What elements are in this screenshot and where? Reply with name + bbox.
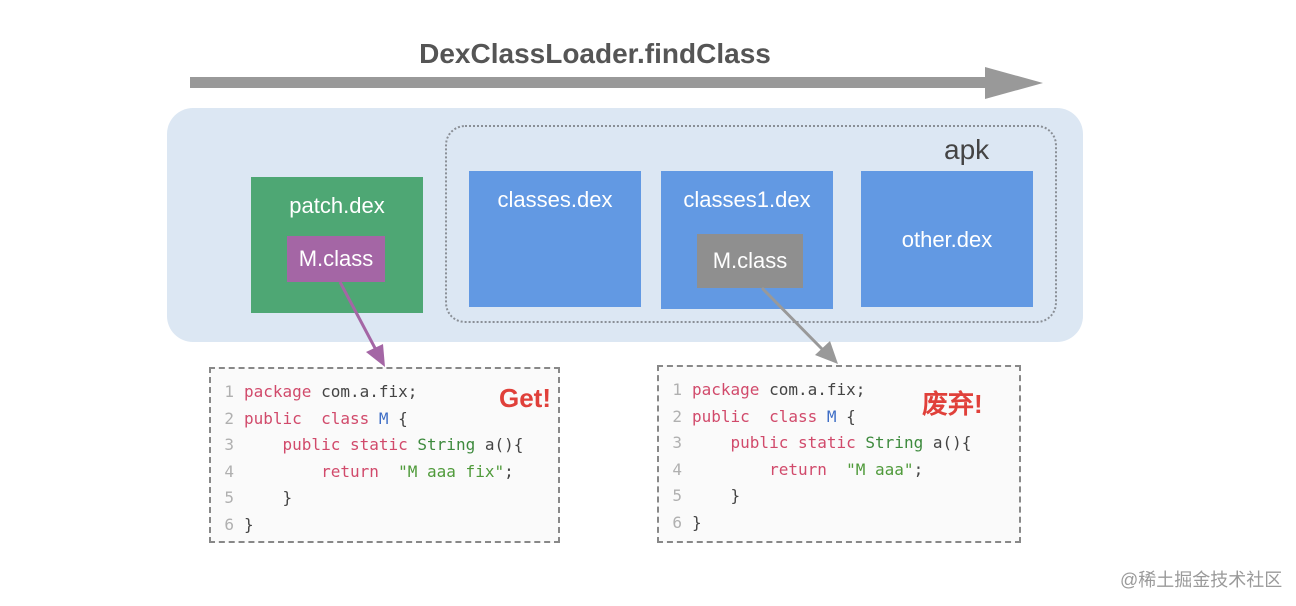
code-token: String xyxy=(417,435,476,454)
classes-dex-label: classes.dex xyxy=(497,187,613,212)
line-number: 4 xyxy=(672,459,682,479)
code-token: M xyxy=(826,406,837,426)
code-token: } xyxy=(692,512,702,532)
code-token: { xyxy=(388,408,408,428)
flow-arrow-head-icon xyxy=(985,67,1043,99)
line-number: 5 xyxy=(672,486,682,505)
code-token: } xyxy=(692,486,741,505)
patch-dex-box: patch.dex xyxy=(251,177,423,313)
apk-group xyxy=(445,125,1057,323)
code-lines-left: 1 package com.a.fix; 2 public class M {3 pu… xyxy=(211,379,558,538)
code-snippet-right: 1 package com.a.fix; 2 public class M {3 pu… xyxy=(657,365,1021,543)
code-token xyxy=(692,460,769,479)
code-token: public static xyxy=(282,435,408,454)
code-token: com.a.fix; xyxy=(311,382,418,401)
code-token: "M aaa" xyxy=(846,459,914,479)
code-token xyxy=(302,409,321,428)
code-token: public xyxy=(692,406,750,426)
patch-connector-arrowhead-icon xyxy=(366,344,385,367)
code-token: ; xyxy=(504,461,514,481)
code-token xyxy=(369,409,379,428)
classes1-connector-arrowhead-icon xyxy=(815,341,838,364)
patch-connector-line xyxy=(338,281,378,351)
code-token: class xyxy=(321,408,370,428)
code-line: 1 package com.a.fix; xyxy=(659,377,1019,404)
code-line: 2 public class M { xyxy=(211,406,558,433)
classes-dex-box: classes.dex xyxy=(469,171,641,307)
diagram-title: DexClassLoader.findClass xyxy=(419,38,771,69)
code-token xyxy=(750,407,769,426)
classes1-connector-line xyxy=(760,286,825,352)
code-token: { xyxy=(836,406,856,426)
get-stamp: Get! xyxy=(499,383,551,413)
classes1-m-class-box: M.class xyxy=(697,234,803,288)
code-token: M xyxy=(378,408,389,428)
line-number: 2 xyxy=(224,408,234,428)
other-dex-label: other.dex xyxy=(901,227,993,252)
discarded-stamp: 废弃! xyxy=(922,389,983,419)
code-token: } xyxy=(244,488,293,507)
code-line: 4 return "M aaa fix"; xyxy=(211,459,558,486)
code-snippet-left: 1 package com.a.fix; 2 public class M {3 pu… xyxy=(209,367,560,543)
code-token: ; xyxy=(913,459,924,479)
code-token xyxy=(817,407,827,426)
line-number: 3 xyxy=(672,433,682,452)
code-token: com.a.fix; xyxy=(759,380,866,399)
code-token: "M aaa fix" xyxy=(398,461,505,481)
code-token: a(){ xyxy=(923,433,972,452)
patch-m-class-box: M.class xyxy=(287,236,385,282)
code-line: 5 } xyxy=(659,483,1019,510)
line-number: 1 xyxy=(224,382,234,401)
code-token: public xyxy=(244,408,302,428)
code-token xyxy=(244,462,321,481)
code-line: 4 return "M aaa"; xyxy=(659,457,1019,484)
code-token xyxy=(244,435,283,454)
code-line: 2 public class M { xyxy=(659,404,1019,431)
code-token: return xyxy=(321,461,379,481)
line-number: 6 xyxy=(224,514,234,534)
code-token: package xyxy=(692,380,760,399)
code-line: 3 public static String a(){ xyxy=(659,430,1019,457)
code-token: } xyxy=(244,514,254,534)
line-number: 4 xyxy=(224,461,234,481)
code-lines-right: 1 package com.a.fix; 2 public class M {3 pu… xyxy=(659,377,1019,536)
code-token: a(){ xyxy=(475,435,524,454)
apk-label: apk xyxy=(944,134,990,165)
code-token xyxy=(692,433,731,452)
line-number: 1 xyxy=(672,380,682,399)
code-token xyxy=(379,462,398,481)
code-token xyxy=(408,435,418,454)
code-line: 3 public static String a(){ xyxy=(211,432,558,459)
line-number: 6 xyxy=(672,512,682,532)
watermark: @稀土掘金技术社区 xyxy=(1120,570,1283,590)
code-token: String xyxy=(865,433,924,452)
classes1-dex-label: classes1.dex xyxy=(683,187,811,212)
code-token: return xyxy=(769,459,827,479)
code-token: public static xyxy=(730,433,856,452)
line-number: 2 xyxy=(672,406,682,426)
code-token xyxy=(856,433,866,452)
flow-arrow-shaft xyxy=(190,77,990,88)
code-line: 1 package com.a.fix; xyxy=(211,379,558,406)
code-token xyxy=(827,460,846,479)
code-line: 5 } xyxy=(211,485,558,512)
line-number: 3 xyxy=(224,435,234,454)
code-token: class xyxy=(769,406,818,426)
code-token: package xyxy=(244,382,312,401)
patch-dex-label: patch.dex xyxy=(289,193,385,218)
other-dex-box: other.dex xyxy=(861,171,1033,307)
code-line: 6} xyxy=(211,512,558,539)
line-number: 5 xyxy=(224,488,234,507)
code-line: 6} xyxy=(659,510,1019,537)
